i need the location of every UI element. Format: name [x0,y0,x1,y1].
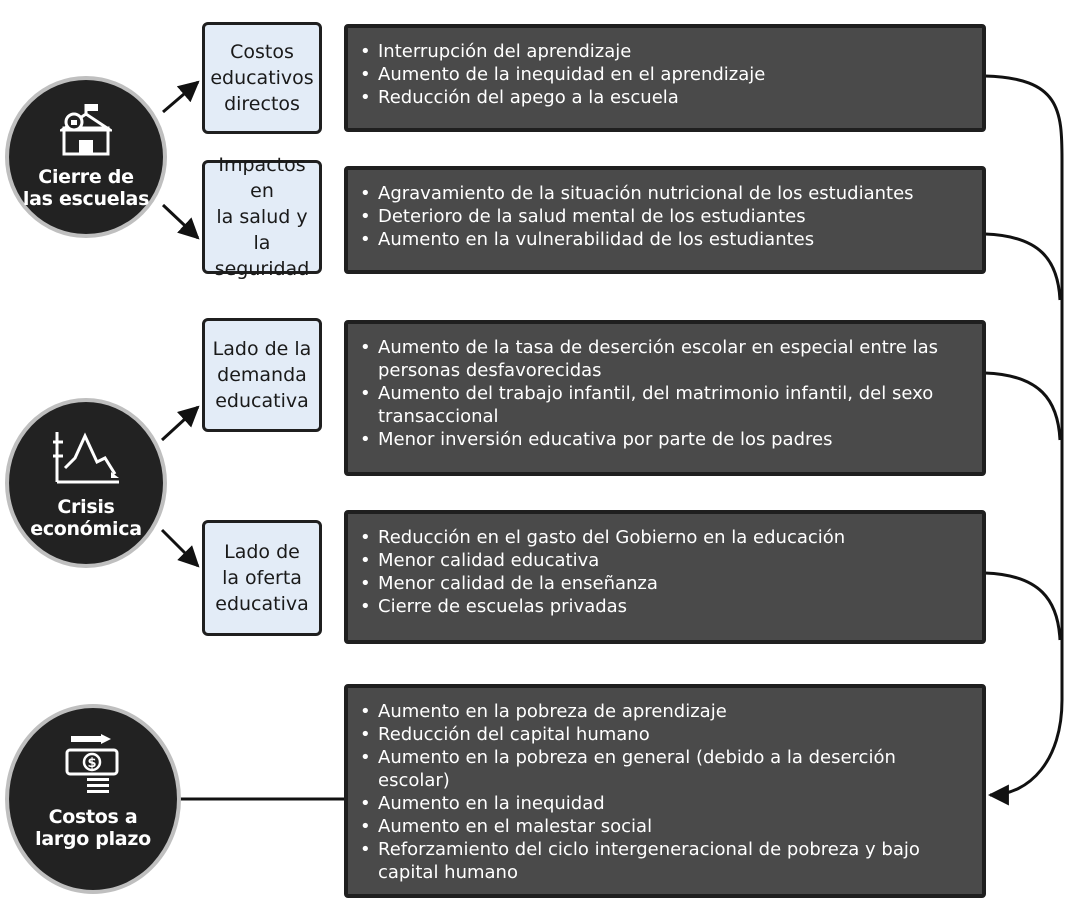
list-item: Menor inversión educativa por parte de l… [358,428,964,451]
arrow-to-costos-directos [162,80,200,114]
category-label: Lado de la demanda educativa [212,338,312,412]
flow-from-impactos-salud [984,232,1062,301]
category-box-impactos-salud: Impactos en la salud y la seguridad [202,154,322,280]
list-item: Aumento en el malestar social [358,815,964,838]
list-item: Aumento en la pobreza en general (debido… [358,746,964,792]
list-item: Aumento de la tasa de deserción escolar … [358,336,964,382]
circle-label: Costos a largo plazo [35,806,151,850]
arrow-to-lado-demanda [160,405,200,442]
economic-chart-icon [51,428,121,490]
list-item: Aumento en la pobreza de aprendizaje [358,700,964,723]
panel-lado-demanda: Aumento de la tasa de deserción escolar … [344,320,986,476]
category-box-lado-demanda: Lado de la demanda educativa [202,318,322,432]
category-label: Costos educativos directos [210,41,314,115]
category-box-costos-directos: Costos educativos directos [202,22,322,134]
flow-from-costos-directos [984,74,1064,806]
money-arrow-icon: $ [65,734,121,800]
list-item: Aumento en la inequidad [358,792,964,815]
school-building-icon [57,102,115,160]
flow-from-lado-oferta [984,571,1062,641]
long-term-costs-circle: $ Costos a largo plazo [5,704,181,894]
circle-label: Crisis económica [30,496,142,540]
list-item: Aumento en la vulnerabilidad de los estu… [358,228,964,251]
list-item: Aumento de la inequidad en el aprendizaj… [358,63,964,86]
flow-from-lado-demanda [984,371,1062,441]
list-item: Cierre de escuelas privadas [358,595,964,618]
list-item: Reforzamiento del ciclo intergeneraciona… [358,838,964,884]
panel-lado-oferta: Reducción en el gasto del Gobierno en la… [344,510,986,644]
category-label: Impactos en la salud y la seguridad [214,154,310,280]
list-item: Deterioro de la salud mental de los estu… [358,205,964,228]
circle-label: Cierre de las escuelas [22,166,150,210]
arrow-to-lado-oferta [160,528,200,568]
list-item: Agravamiento de la situación nutricional… [358,182,964,205]
arrow-to-impactos-salud [161,203,200,240]
list-item: Reducción del apego a la escuela [358,86,964,109]
list-item: Aumento del trabajo infantil, del matrim… [358,382,964,428]
panel-impactos-salud: Agravamiento de la situación nutricional… [344,166,986,274]
list-item: Reducción en el gasto del Gobierno en la… [358,526,964,549]
economic-crisis-circle: Crisis económica [5,398,167,568]
list-item: Menor calidad de la enseñanza [358,572,964,595]
panel-costos-largo-plazo: Aumento en la pobreza de aprendizaje Red… [344,684,986,898]
svg-text:$: $ [87,756,96,771]
panel-costos-directos: Interrupción del aprendizaje Aumento de … [344,24,986,132]
school-closure-circle: Cierre de las escuelas [5,76,167,238]
category-label: Lado de la oferta educativa [215,541,309,615]
list-item: Interrupción del aprendizaje [358,40,964,63]
list-item: Menor calidad educativa [358,549,964,572]
list-item: Reducción del capital humano [358,723,964,746]
category-box-lado-oferta: Lado de la oferta educativa [202,520,322,636]
